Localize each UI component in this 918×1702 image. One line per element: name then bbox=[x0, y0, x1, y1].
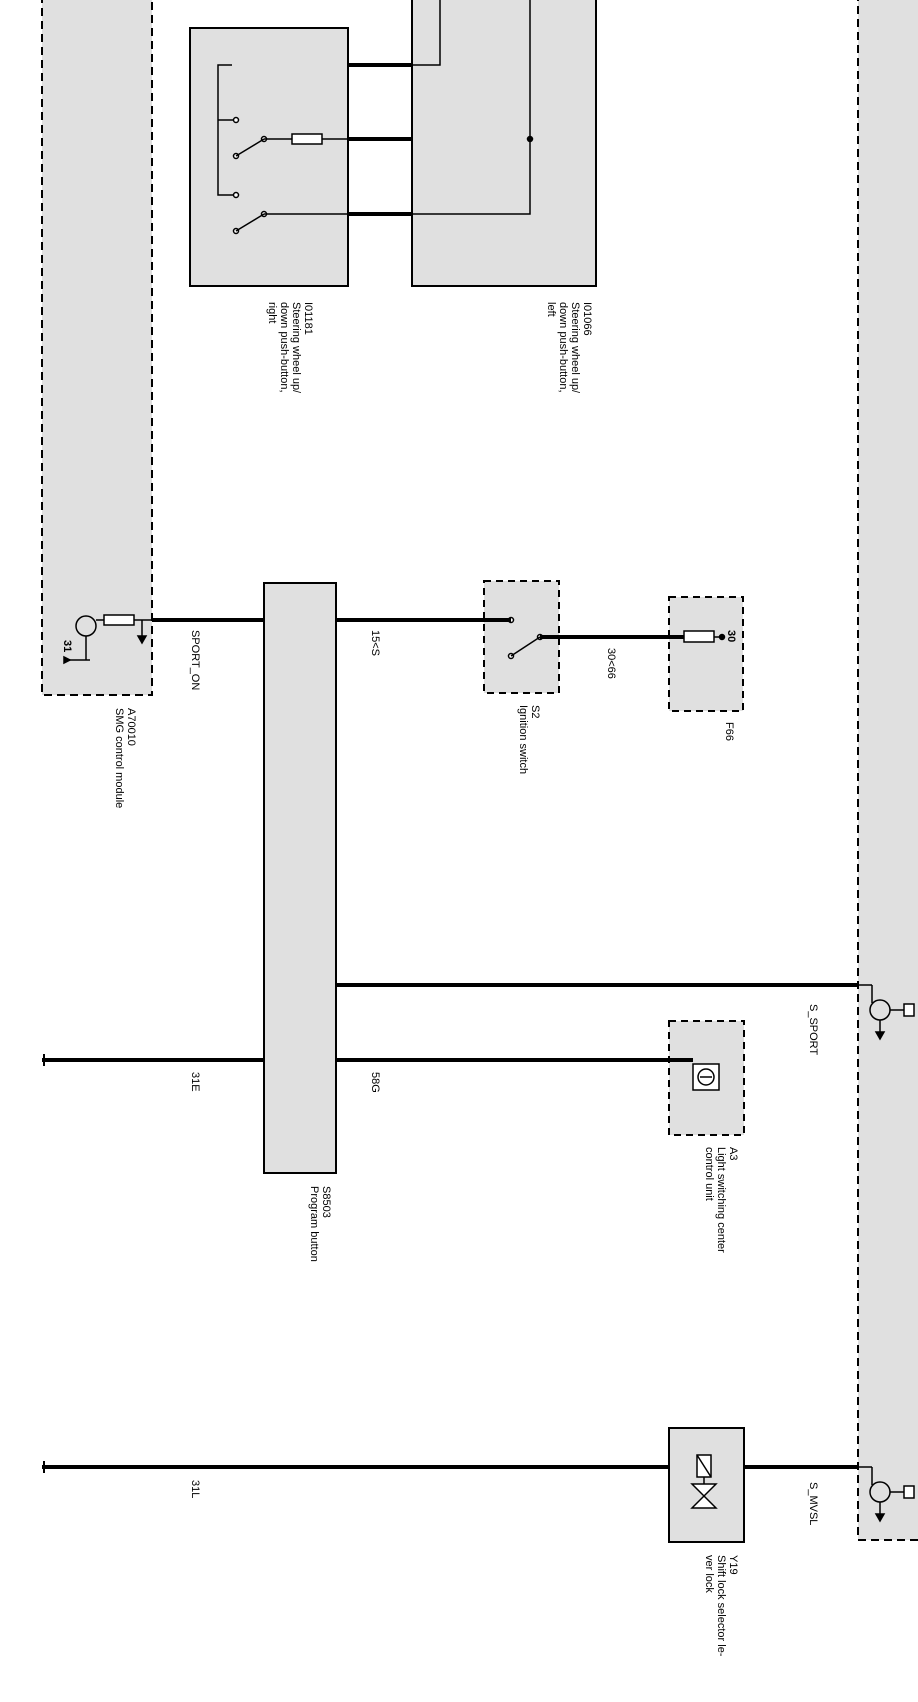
s2-ignition-switch-box bbox=[483, 580, 560, 694]
wire-label-31e: 31E bbox=[189, 1072, 201, 1092]
f66-label: F66 bbox=[723, 722, 735, 741]
right-module-area bbox=[857, 0, 918, 1541]
s2-label: S2 Ignition switch bbox=[517, 705, 541, 774]
steering-button-wires bbox=[348, 63, 412, 216]
f66-fuse-box bbox=[668, 596, 744, 712]
a70010-input-circuit bbox=[63, 614, 152, 665]
a3-label: A3 Light switching center control unit bbox=[703, 1147, 739, 1256]
wire-harness bbox=[42, 618, 858, 1469]
a70010-label: A70010 SMG control module bbox=[113, 708, 137, 808]
y19-label: Y19 Shift lock selector le- ver lock bbox=[703, 1555, 739, 1660]
wire-label-15s: 15<S bbox=[369, 630, 381, 656]
i01066-box bbox=[411, 0, 597, 287]
wire-label-30-66: 30<66 bbox=[605, 648, 617, 679]
f66-pin-30: 30 bbox=[725, 630, 737, 642]
i01066-internal-wiring bbox=[412, 0, 534, 215]
wire-label-31l: 31L bbox=[189, 1480, 201, 1498]
i01181-switch-icon bbox=[217, 64, 348, 235]
wire-label-58g: 58G bbox=[369, 1072, 381, 1093]
i01181-label: I01181 Steering wheel up/ down push-butt… bbox=[266, 302, 314, 396]
a70010-pin-31: 31 bbox=[61, 640, 73, 652]
a3-control-unit-icon bbox=[692, 1063, 720, 1091]
s8503-program-button-box bbox=[263, 582, 337, 1174]
wire-label-s-sport: S_SPORT bbox=[807, 1004, 819, 1055]
s8503-label: S8503 Program button bbox=[308, 1186, 332, 1262]
wire-label-s-mvsl: S_MVSL bbox=[807, 1482, 819, 1525]
right-module-mvsl-input bbox=[858, 1466, 915, 1523]
wire-label-sport-on: SPORT_ON bbox=[189, 630, 201, 690]
i01066-label: I01066 Steering wheel up/ down push-butt… bbox=[545, 302, 593, 396]
y19-solenoid-valve-icon bbox=[690, 1454, 718, 1509]
right-module-sport-input bbox=[858, 984, 915, 1041]
a70010-module-area bbox=[41, 0, 153, 696]
i01181-box bbox=[189, 27, 349, 287]
